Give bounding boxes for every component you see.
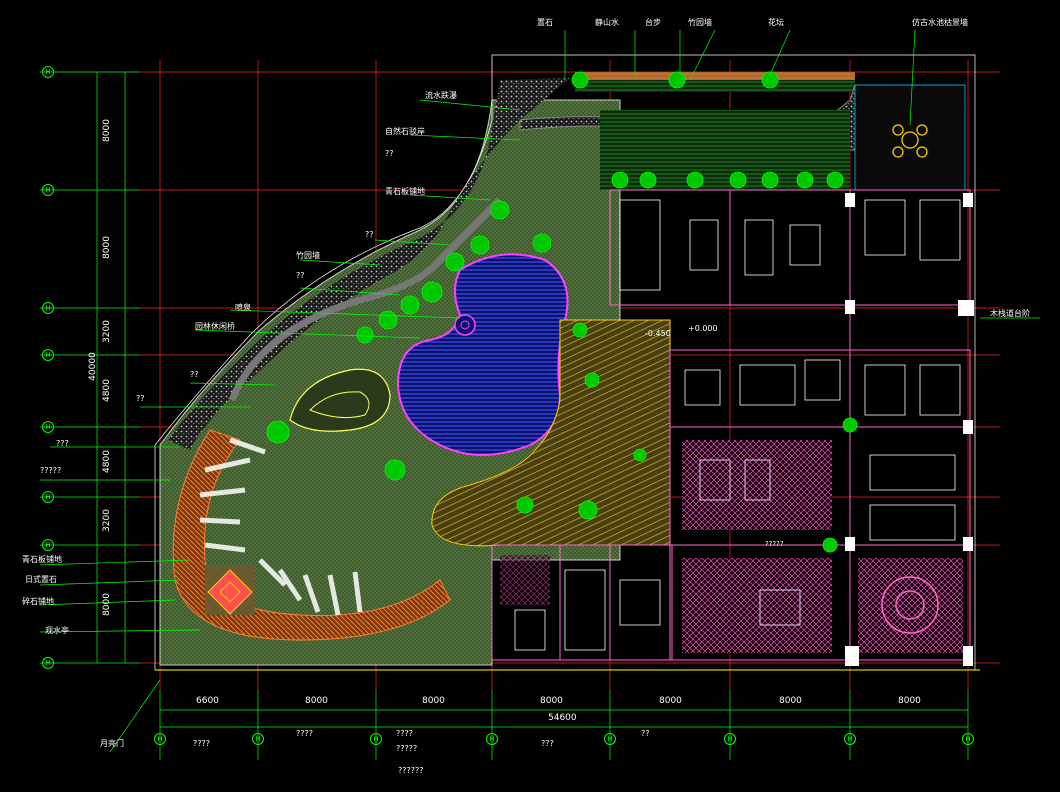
label-flower-bed: 花坛 [768,18,784,27]
label-bottom-6: ??? [541,739,554,748]
walkway-slats [199,437,363,616]
label-unknown-2: ?? [365,230,374,239]
elevation-mark-2: -0.450 [645,329,671,338]
label-flagstone-1: 青石板铺地 [385,187,425,196]
label-pool-wall: 仿古水池枯景墙 [912,18,968,27]
hall-carpet-2 [682,558,832,653]
dim-h-2: 8000 [305,696,328,706]
label-still-water: 静山水 [595,18,619,27]
dim-v-3: 3200 [101,320,112,343]
label-moon-gate: 月亮门 [100,739,124,748]
label-unknown-7: ????? [40,466,62,475]
label-flagstone-2: 青石板铺地 [22,555,62,564]
timber-deck [431,319,671,547]
axis-bubble-left-5: H [42,421,54,433]
leader-lines [39,29,1040,753]
label-bottom-2: ???? [296,729,313,738]
label-waterfall: 流水跌瀑 [425,91,457,100]
label-bottom-5: ?????? [398,766,424,775]
dim-v-5: 4800 [101,450,112,473]
rockery [289,368,391,432]
axis-bubble-bottom-4: H [486,733,498,745]
dim-h-4: 8000 [540,696,563,706]
dim-h-total: 54600 [548,713,577,723]
axis-bubble-left-1: H [42,66,54,78]
axis-bubble-bottom-5: H [604,733,616,745]
dim-v-6: 3200 [101,509,112,532]
hall-carpet-1 [682,440,832,530]
axis-bubble-bottom-6: H [724,733,736,745]
label-japanese-stone: 日式置石 [25,575,57,584]
room-label: ????? [765,540,784,548]
dim-h-3: 8000 [422,696,445,706]
dim-v-2: 8000 [101,236,112,259]
fountain [454,314,476,336]
dim-h-7: 8000 [898,696,921,706]
stepping-stone-path [228,197,503,402]
label-bamboo-wall: 竹园墙 [688,18,712,27]
label-bottom-4: ????? [396,744,418,753]
pond [396,253,569,456]
viewing-pavilion [205,565,255,615]
property-line [154,54,976,671]
axis-bubble-bottom-1: H [154,733,166,745]
furniture [514,199,961,651]
axis-bubble-left-3: H [42,302,54,314]
label-bottom-7: ?? [641,729,650,738]
label-pavilion: 观水亭 [45,626,69,635]
axis-bubble-left-4: H [42,349,54,361]
axis-bubble-bottom-7: H [844,733,856,745]
axis-bubble-bottom-2: H [252,733,264,745]
axis-bubble-left-2: H [42,184,54,196]
axis-bubble-left-6: H [42,491,54,503]
trees [266,71,858,553]
axis-bubble-left-8: H [42,657,54,669]
dim-v-4: 4800 [101,379,112,402]
ornamental-pool [892,124,928,158]
label-unknown-1: ?? [385,149,394,158]
dim-h-6: 8000 [779,696,802,706]
label-unknown-6: ??? [56,439,69,448]
dim-v-1: 8000 [101,119,112,142]
label-unknown-5: ?? [136,394,145,403]
label-bamboo-wall-2: 竹园墙 [296,251,320,260]
label-unknown-3: ?? [296,271,305,280]
elevation-mark-1: +0.000 [688,324,718,333]
label-fountain: 喷泉 [235,303,251,312]
label-unknown-4: ?? [190,370,199,379]
axis-bubble-bottom-8: H [962,733,974,745]
axis-bubble-bottom-3: H [370,733,382,745]
room-carpet-3 [858,558,963,653]
dim-v-7: 8000 [101,593,112,616]
label-stone-bank: 自然石驳岸 [385,127,425,136]
dim-v-total: 40000 [87,352,98,381]
dim-h-1: 6600 [196,696,219,706]
label-steps: 台步 [645,18,661,27]
label-bottom-1: ???? [193,739,210,748]
dimension-lines [40,71,969,760]
columns [845,193,974,666]
label-stone: 置石 [537,18,553,27]
axis-bubble-left-7: H [42,539,54,551]
label-bottom-3: ???? [396,729,413,738]
label-deck-stairs: 木栈道台阶 [990,309,1030,318]
label-leisure-bridge: 园林休闲桥 [195,322,235,331]
label-gravel: 碎石铺地 [22,597,54,606]
dim-h-5: 8000 [659,696,682,706]
